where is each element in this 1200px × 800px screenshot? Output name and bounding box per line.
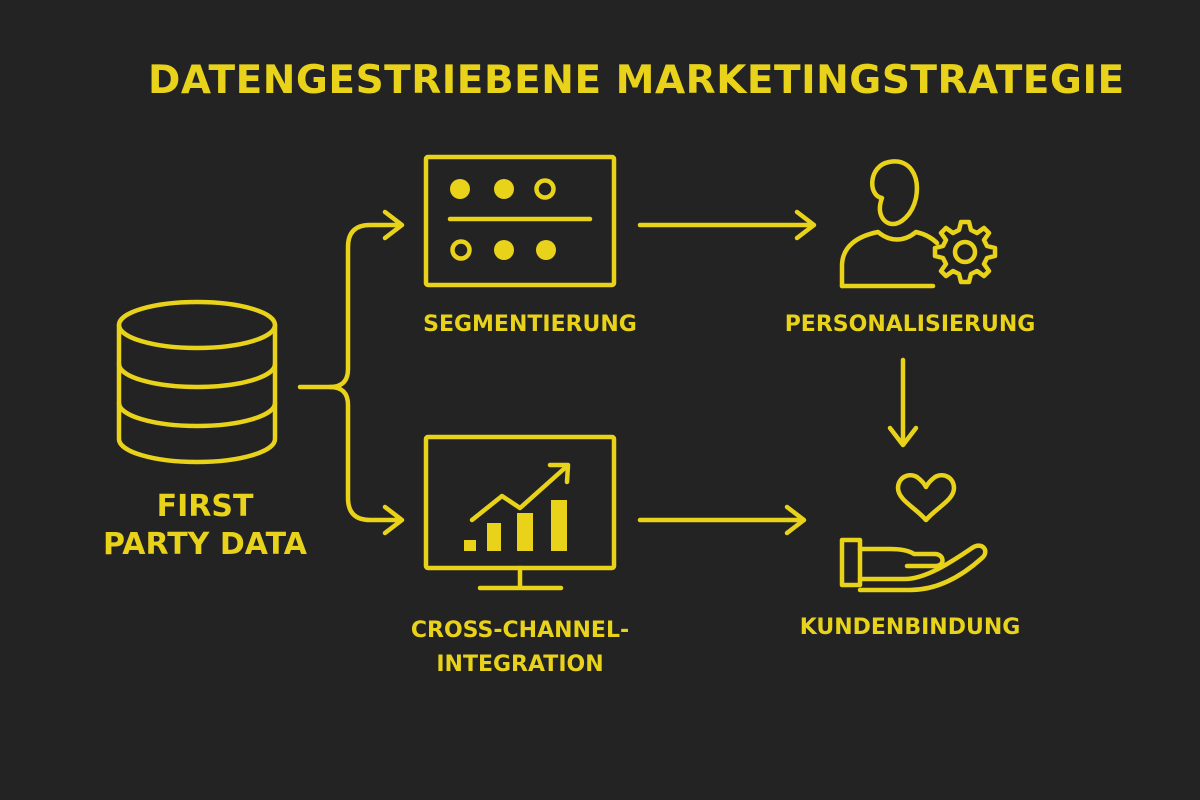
edge-data-branch [297,209,405,536]
node-label-cross-channel-integration: CROSS-CHANNEL- INTEGRATION [385,614,655,682]
node-label-first-party-data: FIRST PARTY DATA [80,488,330,563]
label-line: CROSS-CHANNEL- [410,618,630,643]
heart-hand-icon [839,472,988,593]
node-label-personalisierung: PERSONALISIERUNG [770,311,1050,339]
database-icon [116,299,278,465]
node-label-kundenbindung: KUNDENBINDUNG [785,614,1035,642]
segmentation-panel-icon [423,154,617,288]
label-line: PARTY DATA [103,526,307,562]
label-line: KUNDENBINDUNG [799,615,1021,640]
node-label-segmentierung: SEGMENTIERUNG [395,311,665,339]
edge-cross-to-kunden [637,504,807,536]
edge-seg-to-pers [637,209,817,241]
user-gear-icon [839,159,998,289]
edge-pers-to-kunden [887,357,919,448]
label-line: SEGMENTIERUNG [423,312,637,337]
label-line: FIRST [156,489,254,524]
monitor-chart-icon [423,434,617,591]
page-title: DATENGESTRIEBENE MARKETINGSTRATEGIE [148,58,1125,103]
label-line: PERSONALISIERUNG [784,312,1036,337]
label-line: INTEGRATION [436,652,604,678]
